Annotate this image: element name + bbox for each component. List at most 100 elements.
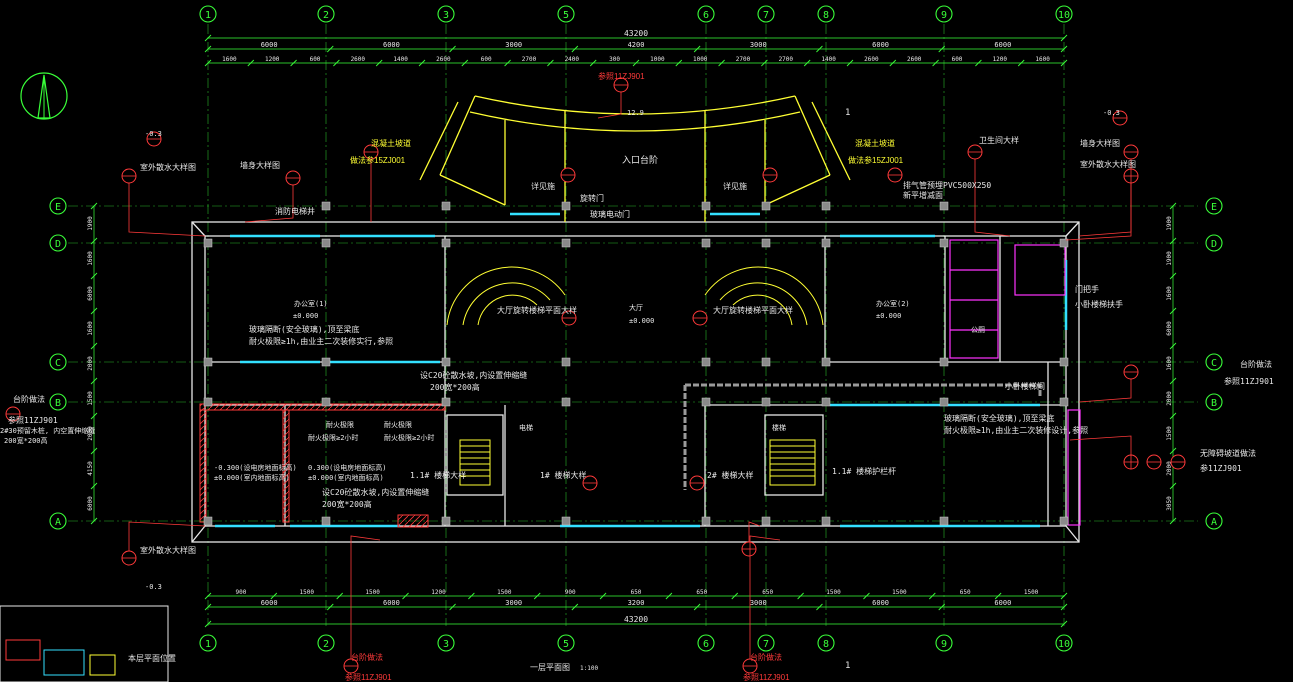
dim-label: 6000	[872, 41, 889, 49]
platform-right-ref: 参照11ZJ901	[1224, 376, 1274, 386]
svg-text:8: 8	[823, 10, 829, 21]
svg-text:B: B	[1211, 398, 1217, 409]
dim-label: 1600	[1166, 286, 1173, 301]
svg-text:10: 10	[1058, 639, 1070, 650]
column	[441, 516, 451, 526]
grid-bubble-row: E	[1205, 197, 1223, 215]
top-callout-ref: 参照11ZJ901	[598, 71, 645, 81]
dim-label: 2600	[351, 56, 366, 63]
grid-bubble-col: 3	[437, 5, 455, 23]
slope-ref-right: 做法参15ZJ001	[848, 155, 904, 165]
callout-bubble	[121, 168, 137, 184]
callout-bubble	[1123, 144, 1139, 160]
dim-label: 900	[236, 589, 247, 596]
callout-bubble	[613, 77, 629, 93]
dim-label: 900	[565, 589, 576, 596]
ramp-right-label: 无障碍坡道做法	[1200, 448, 1256, 458]
structural-columns	[203, 201, 1069, 526]
dim-label: 6000	[87, 286, 94, 301]
dim-label: 6000	[87, 496, 94, 511]
dim-label: 1900	[1166, 216, 1173, 231]
outdoor-detail-bl: 室外散水大样图	[140, 545, 196, 555]
dim-label: 1500	[826, 589, 841, 596]
dim-label: 6000	[994, 599, 1011, 607]
grid-bubble-row: B	[1205, 393, 1223, 411]
grid-bubble-col: 2	[317, 5, 335, 23]
column	[441, 201, 451, 211]
column	[761, 397, 771, 407]
entrance-platform-label: 入口台阶	[622, 154, 658, 166]
platform-left-note: 2#30预留木桩, 内空置伸缩缝	[0, 426, 95, 435]
grid-bubble-col: 10	[1055, 5, 1073, 23]
dim-label: 1600	[1166, 356, 1173, 371]
svg-text:6: 6	[703, 639, 709, 650]
room-label-stair: 楼梯	[772, 423, 786, 432]
dim-label: 600	[481, 56, 492, 63]
bottom-platform-left-ref: 参照11ZJ901	[345, 672, 392, 682]
dim-label: 650	[960, 589, 971, 596]
callout-bubble	[1123, 364, 1139, 380]
fire-walls	[199, 403, 446, 528]
stair-treads-left	[459, 439, 491, 486]
dim-label: 6000	[261, 41, 278, 49]
stone-slope-label: 混凝土坡道	[371, 138, 411, 148]
dim-label: 1500	[300, 589, 315, 596]
svg-text:9: 9	[941, 10, 947, 21]
elev-low-2: ±0.000(室内地面标高)	[214, 473, 290, 482]
dim-label: 2600	[436, 56, 451, 63]
dim-label: 1900	[87, 216, 94, 231]
grid-bubble-row: D	[49, 234, 67, 252]
elev-low-4: ±0.000(室内地面标高)	[308, 473, 384, 482]
grid-bubble-col: 2	[317, 634, 335, 652]
dim-label: 650	[631, 589, 642, 596]
svg-text:3: 3	[443, 10, 449, 21]
column	[561, 238, 571, 248]
dim-label: 600	[310, 56, 321, 63]
svg-text:10: 10	[1058, 10, 1070, 21]
callout-bubble	[343, 658, 359, 674]
grid-bubble-row: A	[49, 512, 67, 530]
fire-limit-4: 耐火极限	[384, 420, 412, 429]
wall-detail-tl: 墙身大样图	[240, 160, 280, 170]
bottom-platform-right-ref: 参照11ZJ901	[743, 672, 790, 682]
elev-right: ±0.000	[876, 312, 901, 320]
column	[701, 516, 711, 526]
svg-text:8: 8	[823, 639, 829, 650]
key-plan-inset	[0, 605, 169, 682]
dim-label: 1900	[1166, 251, 1173, 266]
office-right-label: 办公室(2)	[876, 299, 910, 308]
wall-detail-tr: 墙身大样图	[1080, 138, 1120, 148]
neg03-b: -0.3	[1103, 109, 1120, 117]
dim-label: 4150	[87, 461, 94, 476]
dim-label: 1200	[431, 589, 446, 596]
dim-label: 3200	[628, 599, 645, 607]
lobby-label: 大厅	[629, 303, 643, 312]
column	[203, 357, 213, 367]
grid-bubble-col: 3	[437, 634, 455, 652]
hall-stair-right-label: 大厅旋转楼梯平面大样	[713, 305, 793, 315]
dim-label: 2400	[565, 56, 580, 63]
grid-bubble-row: E	[49, 197, 67, 215]
lobby-elev: ±0.000	[629, 317, 654, 325]
dim-label: 1200	[993, 56, 1008, 63]
grid-bubble-col: 5	[557, 634, 575, 652]
callout-bubble	[560, 167, 576, 183]
dim-label: 6000	[261, 599, 278, 607]
svg-text:5: 5	[563, 10, 569, 21]
c20-note-1: 设C20砼散水坡,内设置伸缩缝	[420, 370, 527, 380]
column	[761, 201, 771, 211]
lobby-boundary	[683, 383, 1042, 490]
fire-limit-2: 耐火极限≥2小时	[308, 433, 358, 442]
ramp-right-ref: 参11ZJ901	[1200, 463, 1242, 473]
column	[821, 516, 831, 526]
column	[441, 238, 451, 248]
grid-bubble-row: B	[49, 393, 67, 411]
column	[939, 238, 949, 248]
callout-bubble	[582, 475, 598, 491]
fire-wall-left-2: 耐火极限≥1h,由业主二次装修实行,参照	[249, 336, 393, 346]
callout-bubble	[285, 170, 301, 186]
grid-bubble-col: 10	[1055, 634, 1073, 652]
dim-label: 2000	[1166, 461, 1173, 476]
svg-text:2: 2	[323, 639, 329, 650]
grid-bubble-col: 8	[817, 634, 835, 652]
